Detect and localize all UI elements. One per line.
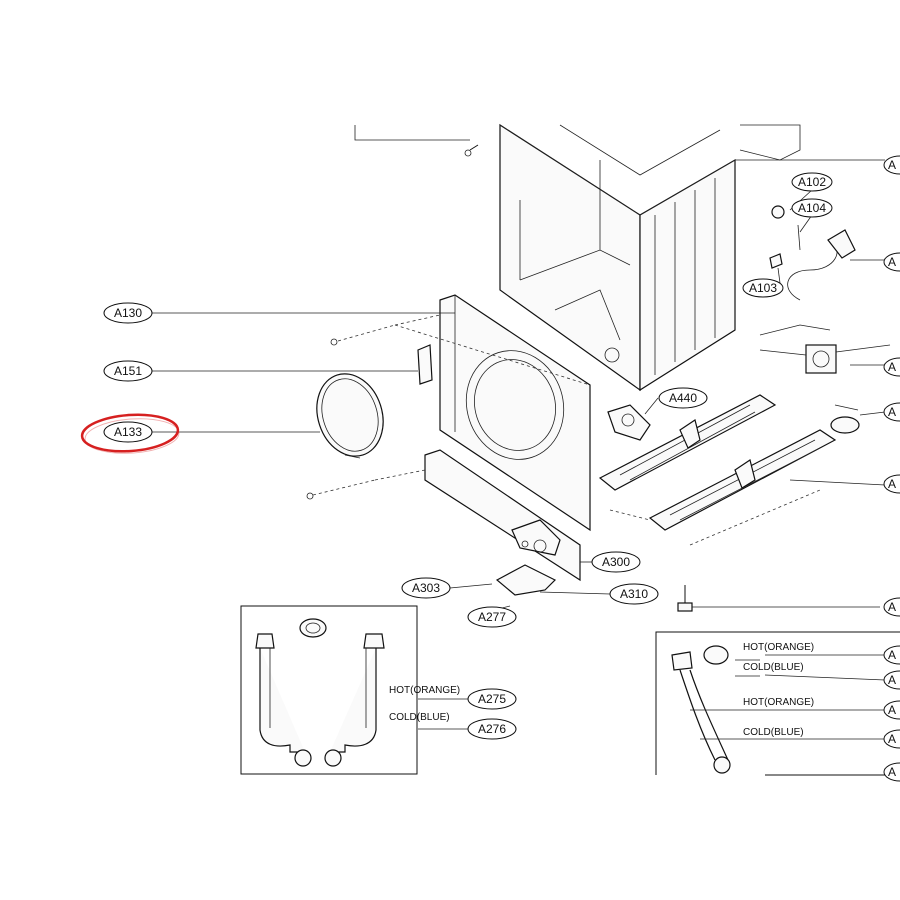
- svg-text:HOT(ORANGE): HOT(ORANGE): [743, 697, 814, 708]
- right-inset-labels: HOT(ORANGE) COLD(BLUE) HOT(ORANGE) COLD(…: [743, 642, 814, 738]
- svg-text:A: A: [888, 405, 896, 419]
- highlight-circle: [80, 413, 180, 454]
- leveling-foot: [677, 585, 880, 612]
- leveling-part-right: [830, 404, 860, 434]
- screw-left: [306, 324, 396, 500]
- lower-front-panel: [374, 449, 581, 582]
- screw-top: [354, 125, 479, 157]
- svg-text:A: A: [888, 765, 896, 779]
- svg-text:A: A: [888, 255, 896, 269]
- base-rail-upper: [598, 394, 777, 491]
- door-gasket-ring: [316, 373, 384, 459]
- callout-a300: A300: [591, 551, 641, 573]
- svg-text:A133: A133: [114, 425, 142, 439]
- svg-text:A: A: [888, 732, 896, 746]
- svg-text:A440: A440: [669, 391, 697, 405]
- power-cord: [759, 229, 856, 336]
- filter-cover: [495, 564, 557, 596]
- svg-text:HOT(ORANGE): HOT(ORANGE): [389, 685, 460, 696]
- svg-text:A: A: [888, 673, 896, 687]
- svg-text:A: A: [888, 600, 896, 614]
- svg-text:A277: A277: [478, 610, 506, 624]
- svg-text:A102: A102: [798, 175, 826, 189]
- callout-a103: A103: [742, 278, 784, 298]
- right-hose-inset: [655, 631, 900, 776]
- base-rail-lower: [609, 429, 837, 546]
- svg-text:A: A: [888, 477, 896, 491]
- callout-a310: A310: [609, 583, 659, 605]
- callout-a130: A130: [103, 302, 153, 324]
- svg-text:A103: A103: [749, 281, 777, 295]
- cabinet-body: [499, 123, 801, 392]
- noise-filter: [759, 344, 891, 374]
- callout-a104: A104: [791, 198, 833, 218]
- inlet-hose-inset: [240, 605, 418, 775]
- drain-pump: [607, 404, 651, 441]
- callout-a303: A303: [401, 577, 451, 599]
- svg-text:A300: A300: [602, 555, 630, 569]
- callout-a133: A133: [103, 421, 153, 443]
- door-latch: [417, 344, 433, 385]
- svg-text:A275: A275: [478, 692, 506, 706]
- callout-a151: A151: [103, 360, 153, 382]
- cutoff-callouts: A A A A A A A A A A A: [883, 155, 900, 782]
- front-panel: [394, 294, 591, 532]
- svg-text:A276: A276: [478, 722, 506, 736]
- callout-a277: A277: [467, 606, 517, 628]
- svg-text:COLD(BLUE): COLD(BLUE): [743, 727, 804, 738]
- svg-text:A104: A104: [798, 201, 826, 215]
- svg-text:A: A: [888, 703, 896, 717]
- svg-text:COLD(BLUE): COLD(BLUE): [389, 712, 450, 723]
- svg-text:A310: A310: [620, 587, 648, 601]
- svg-text:A151: A151: [114, 364, 142, 378]
- callout-a440: A440: [658, 387, 708, 409]
- wire-clip: [769, 205, 801, 269]
- svg-text:HOT(ORANGE): HOT(ORANGE): [743, 642, 814, 653]
- svg-text:COLD(BLUE): COLD(BLUE): [743, 662, 804, 673]
- svg-text:A: A: [888, 158, 896, 172]
- svg-text:A: A: [888, 360, 896, 374]
- leader-lines: [150, 159, 886, 730]
- callout-a276: A276: [467, 718, 517, 740]
- left-inset-labels: HOT(ORANGE) COLD(BLUE): [389, 685, 460, 723]
- callout-a102: A102: [791, 172, 833, 192]
- svg-text:A303: A303: [412, 581, 440, 595]
- svg-text:A: A: [888, 648, 896, 662]
- svg-text:A130: A130: [114, 306, 142, 320]
- callout-a275: A275: [467, 688, 517, 710]
